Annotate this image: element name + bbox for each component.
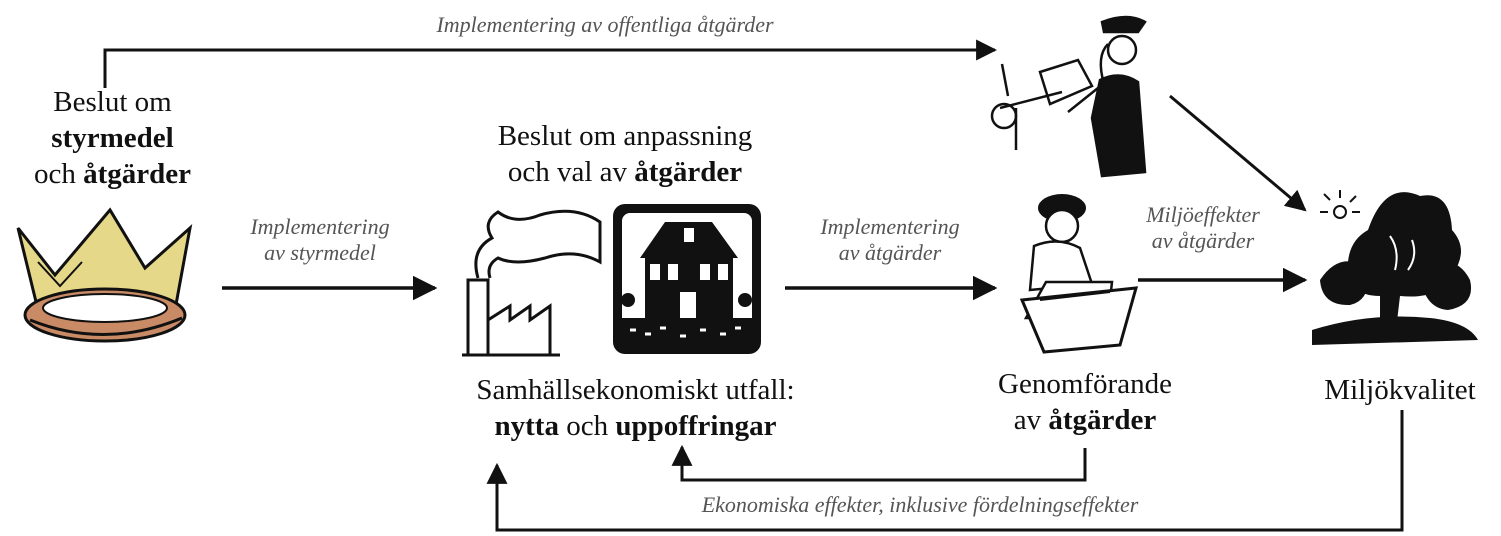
woman-recycling-icon xyxy=(990,15,1147,178)
arrow-label-styrmedel: Implementering av styrmedel xyxy=(250,214,390,265)
crown-icon xyxy=(16,207,193,343)
house-icon xyxy=(613,204,761,354)
arrow-label-ekonomiska: Ekonomiska effekter, inklusive fördelnin… xyxy=(701,492,1139,517)
arrow-offentliga xyxy=(103,39,998,88)
arrow-label-miljoeffekter: Miljöeffekter av åtgärder xyxy=(1146,202,1260,253)
factory-icon xyxy=(462,209,602,357)
arrow-diagonal xyxy=(1169,94,1307,212)
arrow-feedback-miljo xyxy=(486,410,1404,532)
arrow-label-atgarder: Implementering av åtgärder xyxy=(820,214,960,265)
label-beslut-anpassning: Beslut om anpassning och val av åtgärder xyxy=(497,120,753,188)
woman-washing-icon xyxy=(1019,194,1139,354)
label-beslut-styrmedel: Beslut om styrmedel och åtgärder xyxy=(33,86,192,190)
nature-trees-icon xyxy=(1312,190,1478,345)
label-genomforande: Genomförande av åtgärder xyxy=(998,368,1172,436)
label-samhallsekonomiskt-utfall: Samhällsekonomiskt utfall: nytta och upp… xyxy=(476,374,795,442)
arrow-feedback-genomforande xyxy=(671,444,1087,482)
arrow-label-offentliga: Implementering av offentliga åtgärder xyxy=(436,12,774,37)
label-miljokvalitet: Miljökvalitet xyxy=(1324,374,1476,406)
